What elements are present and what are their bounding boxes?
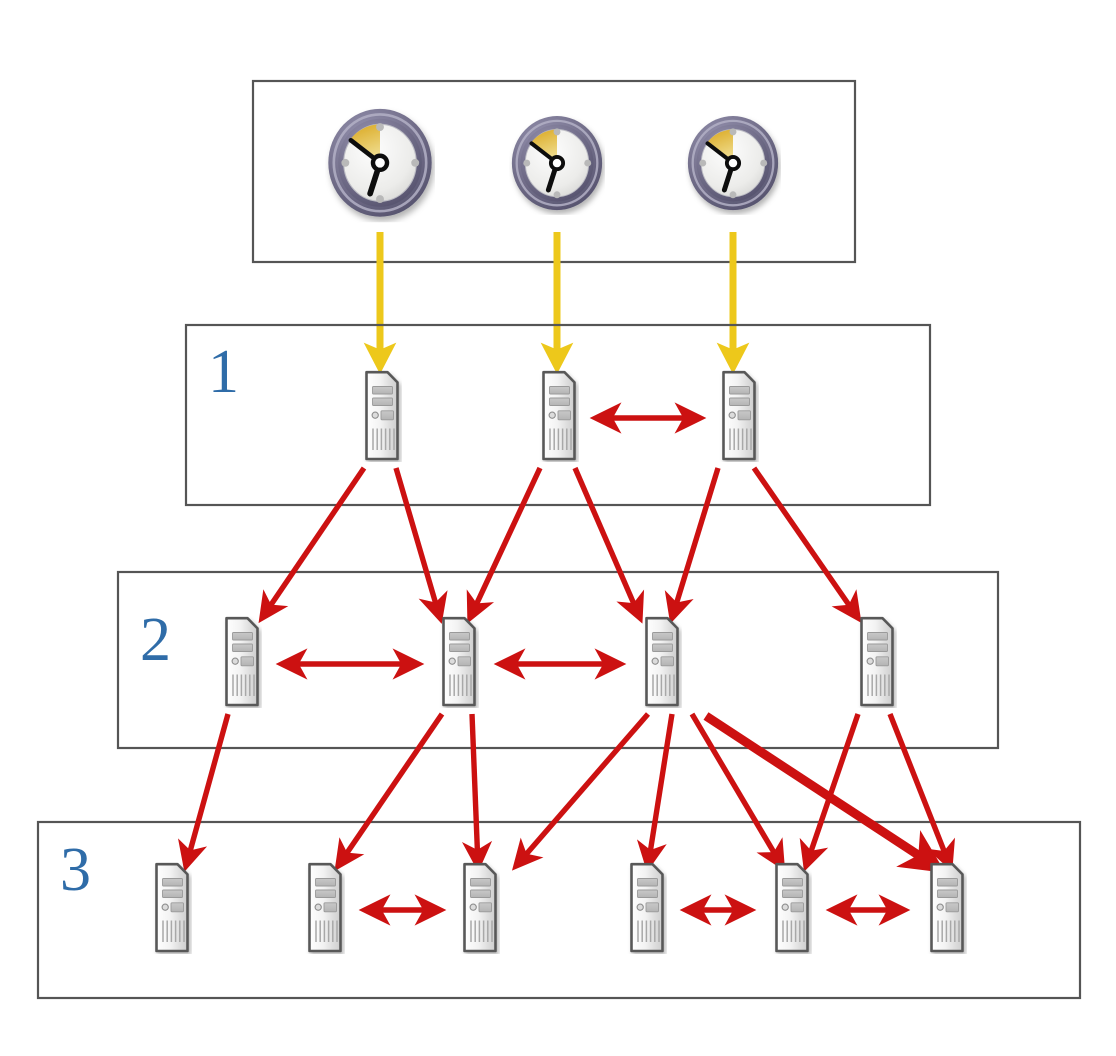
downlink-arrow xyxy=(664,467,721,624)
server-icon xyxy=(862,618,893,705)
server-icon xyxy=(724,372,755,459)
downlink-arrow xyxy=(466,466,543,624)
downlink-arrow xyxy=(511,712,651,871)
downlink-arrow xyxy=(887,713,955,872)
downlink-arrow xyxy=(572,466,645,624)
server-icon xyxy=(777,864,808,951)
tier-label-1: 1 xyxy=(208,338,239,406)
tier-box-2 xyxy=(116,570,1000,750)
server-icon xyxy=(157,864,188,951)
reference-clock-icon xyxy=(512,116,602,210)
server-icon xyxy=(932,864,963,951)
tier-number-labels: 1 2 3 xyxy=(60,338,239,904)
tier-label-2: 2 xyxy=(140,606,171,674)
downlink-arrow xyxy=(799,713,861,872)
server-icon xyxy=(632,864,663,951)
server-icon xyxy=(367,372,398,459)
downlink-arrow xyxy=(689,712,786,872)
server-icon xyxy=(647,618,678,705)
server-icon xyxy=(227,618,258,705)
tier-box-3 xyxy=(36,820,1082,1000)
downlink-arrow xyxy=(461,713,493,873)
downlink-arrows-tier1-tier2 xyxy=(258,466,862,624)
downlink-arrow xyxy=(751,466,862,624)
reference-clock-icon xyxy=(328,109,431,217)
downlink-arrow xyxy=(178,713,231,872)
reference-clock-icon xyxy=(688,116,778,210)
peer-sync-arrows xyxy=(275,402,911,926)
tier-boxes xyxy=(36,323,1082,1000)
downlink-arrow xyxy=(393,467,448,624)
downlink-arrow xyxy=(334,712,445,872)
tier-label-3: 3 xyxy=(60,836,91,904)
downlink-arrow xyxy=(636,713,675,873)
server-icon xyxy=(310,864,341,951)
server-icon xyxy=(465,864,496,951)
clock-feed-arrows xyxy=(363,232,750,375)
tier-box-1 xyxy=(184,323,932,507)
server-icon xyxy=(444,618,475,705)
reference-clock-icons xyxy=(328,109,778,217)
downlink-arrow xyxy=(258,466,367,624)
downlink-arrows-tier2-tier3 xyxy=(178,712,955,873)
server-icon xyxy=(544,372,575,459)
downlink-arrow xyxy=(703,712,946,873)
